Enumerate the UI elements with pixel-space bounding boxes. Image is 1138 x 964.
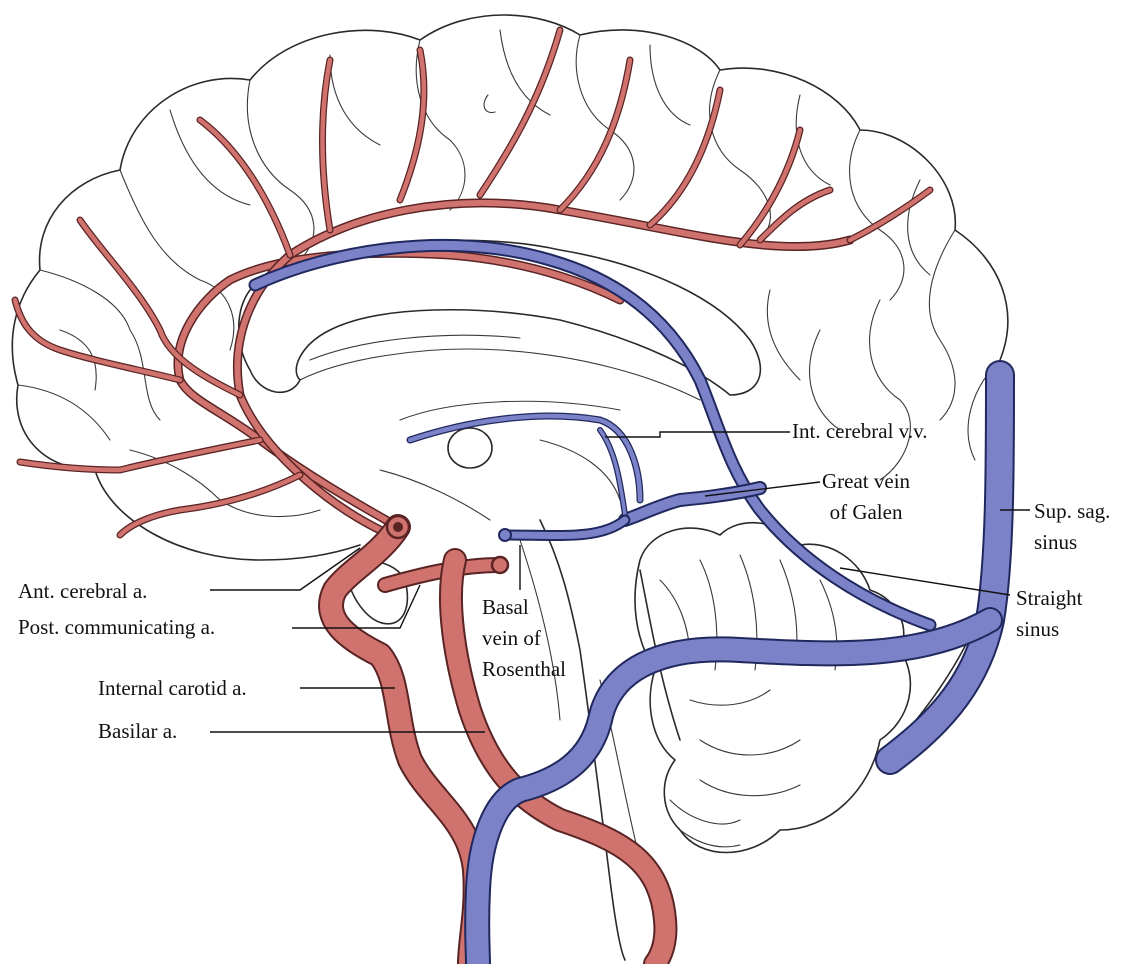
label-line: sinus <box>1016 617 1060 641</box>
corpus-callosum <box>237 239 762 521</box>
label-line: sinus <box>1034 530 1078 554</box>
label-line: Rosenthal <box>482 657 566 681</box>
label-sup-sag-sinus: Sup. sag. sinus <box>1034 496 1110 558</box>
label-line: Internal carotid a. <box>98 676 247 700</box>
arteries <box>11 26 934 964</box>
label-straight-sinus: Straight sinus <box>1016 583 1083 645</box>
veins <box>248 238 1015 964</box>
label-line: Basilar a. <box>98 719 178 743</box>
leader-lines <box>210 431 1030 733</box>
label-line: vein of <box>482 626 541 650</box>
label-line: Great vein <box>822 469 911 493</box>
label-great-vein-of-galen: Great vein of Galen <box>822 466 910 528</box>
label-line: Sup. sag. <box>1034 499 1111 523</box>
label-line: of Galen <box>829 500 903 524</box>
label-line: Basal <box>482 595 529 619</box>
label-post-communicating-artery: Post. communicating a. <box>18 612 215 643</box>
label-line: Straight <box>1016 586 1083 610</box>
label-line: Int. cerebral v.v. <box>792 419 928 443</box>
label-int-cerebral-veins: Int. cerebral v.v. <box>792 416 927 447</box>
label-basilar-artery: Basilar a. <box>98 716 177 747</box>
label-line: Post. communicating a. <box>18 615 216 639</box>
label-ant-cerebral-artery: Ant. cerebral a. <box>18 576 147 607</box>
label-line: Ant. cerebral a. <box>18 579 148 603</box>
label-internal-carotid-artery: Internal carotid a. <box>98 673 247 704</box>
label-basal-vein-of-rosenthal: Basal vein of Rosenthal <box>482 592 566 685</box>
